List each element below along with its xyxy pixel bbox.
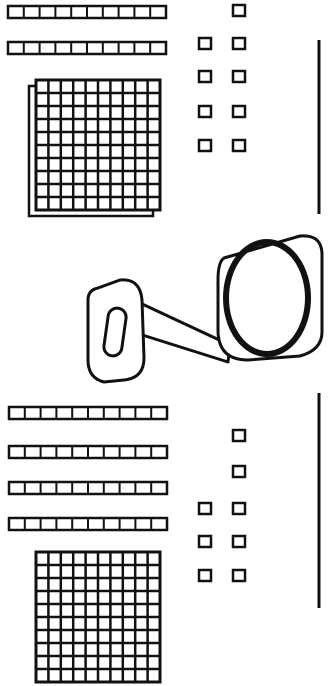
ten-rod [9,407,167,419]
rod-cell [155,410,163,416]
rod-cell [28,9,36,15]
unit-cube [199,536,211,547]
rod-cell [60,485,68,491]
ten-rod [8,42,166,54]
rod-cell [155,485,163,491]
rod-cell [60,521,68,527]
rod-cell [44,45,52,51]
rod-cell [124,410,132,416]
unit-cube [233,430,245,441]
ten-rod [9,482,167,494]
unit-cube [233,466,245,477]
rod-cell [45,521,53,527]
rod-cell [92,521,100,527]
rod-cell [29,521,37,527]
rod-cell [29,410,37,416]
unit-cube [199,38,211,49]
rod-cell [92,410,100,416]
rod-cell [92,485,100,491]
rod-cell [155,521,163,527]
rod-cell [92,449,100,455]
rod-cell [75,9,83,15]
top-block-group [8,5,319,216]
rod-cell [12,45,20,51]
rod-cell [108,449,116,455]
rod-cell [108,485,116,491]
unit-cube [233,503,245,514]
rod-cell [154,9,162,15]
rod-cell [59,9,67,15]
unit-cube [233,536,245,547]
rod-cell [91,9,99,15]
rod-cell [45,449,53,455]
rod-cell [138,45,146,51]
rod-cell [108,521,116,527]
rod-cell [45,485,53,491]
rod-cell [76,449,84,455]
rod-cell [139,410,147,416]
rod-cell [107,9,115,15]
unit-cube [199,570,211,581]
unit-cube [233,570,245,581]
rod-cell [76,485,84,491]
rod-cell [123,9,131,15]
rod-cell [123,45,131,51]
rod-cell [13,410,21,416]
rod-cell [124,485,132,491]
rod-cell [139,485,147,491]
unit-cube [233,71,245,82]
rod-cell [138,9,146,15]
rod-cell [154,45,162,51]
ten-rod [9,518,167,530]
rod-cell [45,410,53,416]
unit-cube [199,71,211,82]
rod-cell [13,485,21,491]
rod-cell [107,45,115,51]
rod-cell [59,45,67,51]
rod-cell [76,410,84,416]
unit-cube [233,38,245,49]
unit-cube [233,140,245,151]
rod-cell [108,410,116,416]
rod-cell [124,521,132,527]
rod-cell [12,9,20,15]
unit-cube [199,140,211,151]
magnifying-glass-icon [88,236,322,382]
unit-cube [233,5,245,16]
hundred-flat [29,80,160,216]
rod-cell [75,45,83,51]
unit-cube [233,106,245,117]
rod-cell [60,410,68,416]
rod-cell [60,449,68,455]
rod-cell [29,485,37,491]
rod-cell [91,45,99,51]
hundred-flat [36,552,160,682]
ten-rod [8,6,166,18]
rod-cell [139,521,147,527]
rod-cell [124,449,132,455]
rod-cell [29,449,37,455]
rod-cell [155,449,163,455]
rod-cell [13,449,21,455]
rod-cell [13,521,21,527]
rod-cell [44,9,52,15]
rod-cell [76,521,84,527]
unit-cube [199,503,211,514]
ten-rod [9,446,167,458]
rod-cell [139,449,147,455]
bottom-block-group [9,393,319,682]
rod-cell [28,45,36,51]
unit-cube [199,106,211,117]
